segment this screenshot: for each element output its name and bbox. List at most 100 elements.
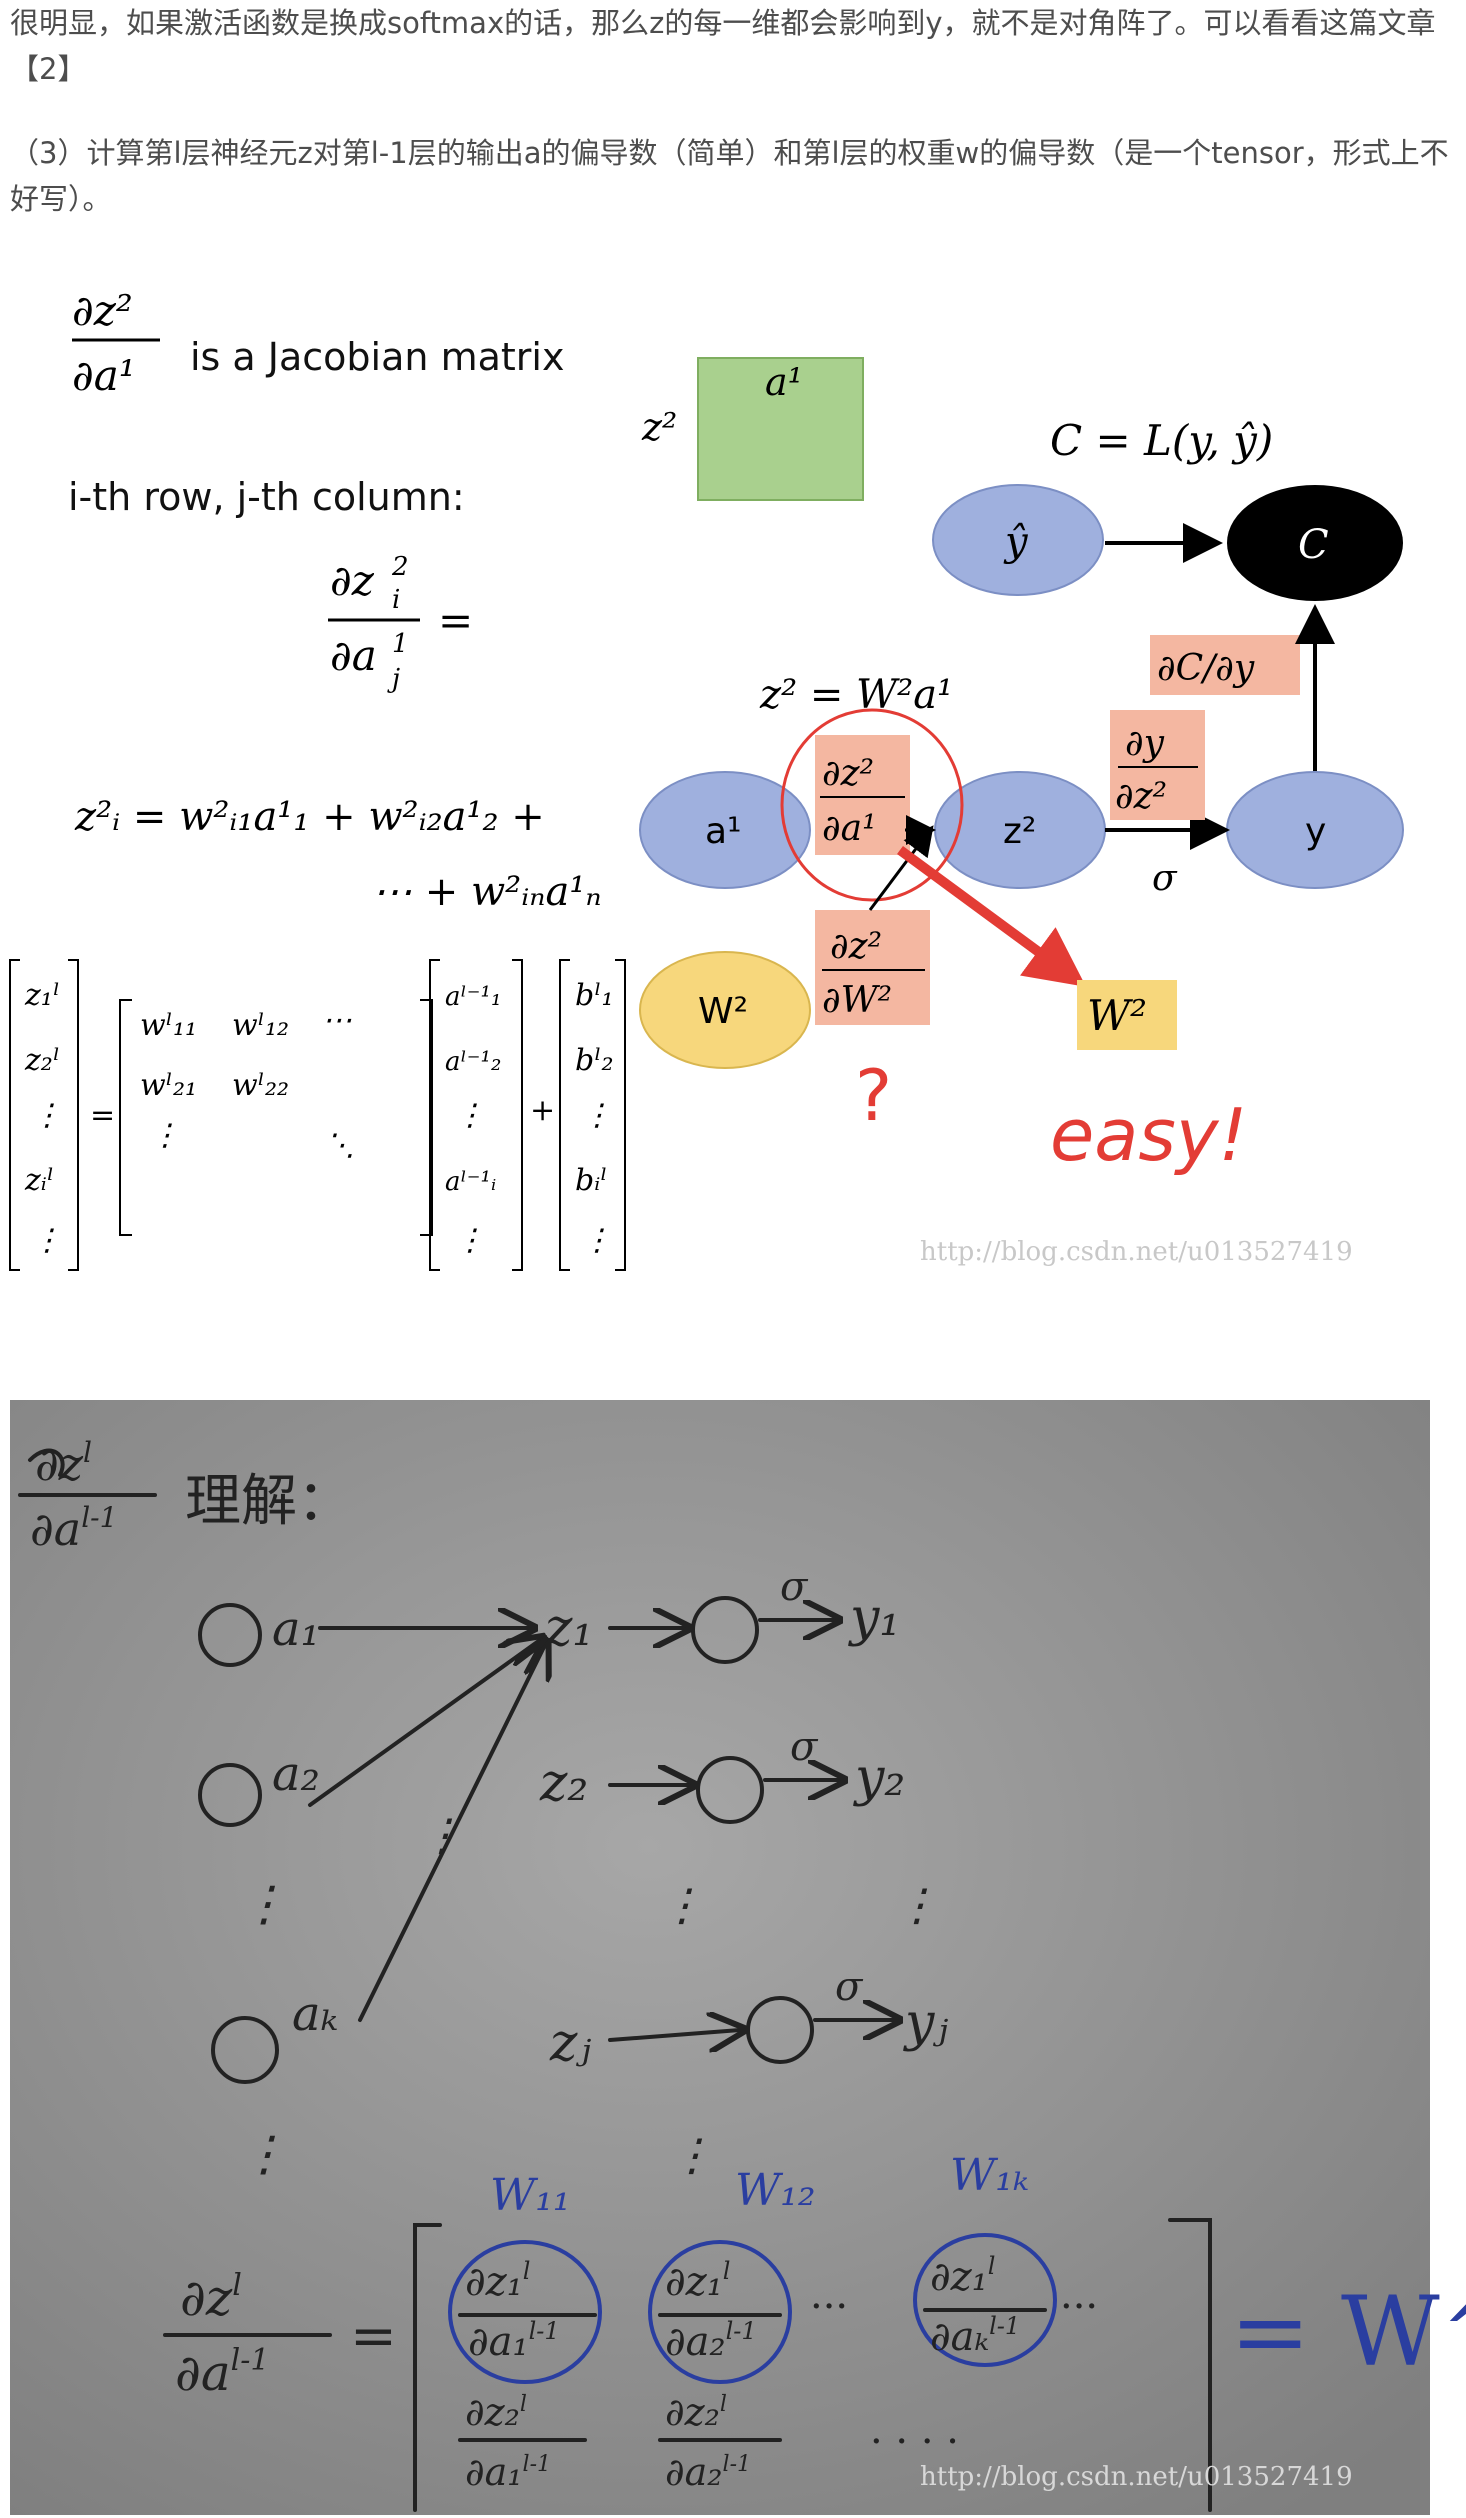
z-i-expansion: z²ᵢ = w²ᵢ₁a¹₁ + w²ᵢ₂a¹₂ + ⋯ + w²ᵢₙa¹ₙ: [74, 794, 602, 915]
y-hat-label: ŷ: [1003, 519, 1029, 565]
equals-sign: =: [350, 2304, 397, 2369]
sigma-label: σ: [1152, 858, 1178, 899]
y1-label: y₁: [848, 1588, 900, 1648]
row1-trailing-ellipsis: ···: [1060, 2284, 1098, 2330]
svg-text:⋮: ⋮: [582, 1098, 612, 1133]
a1-label: a¹: [705, 811, 742, 852]
svg-text:wˡ₁₂: wˡ₁₂: [232, 1008, 289, 1043]
weights-ellipsis: ⋮: [420, 1810, 464, 1861]
svg-text:aˡ⁻¹₂: aˡ⁻¹₂: [445, 1047, 501, 1077]
jacobian-fraction: ∂z² ∂a¹: [72, 286, 160, 400]
dy-dz2-fraction: ∂y ∂z²: [1115, 723, 1198, 817]
dy-dz2-box: [1110, 710, 1205, 820]
svg-text:∂z: ∂z: [330, 556, 375, 605]
w2-to-z2-arrow: [868, 825, 934, 911]
element-21-den: ∂a₁l-1: [465, 2450, 551, 2494]
input-ellipsis-2: ⋮: [240, 2126, 288, 2182]
svg-text:∂a¹: ∂a¹: [72, 351, 136, 400]
y2-label: y₂: [853, 1748, 905, 1808]
w2-result-label: W²: [1087, 991, 1147, 1040]
z2-label: z₂: [539, 1753, 588, 1813]
svg-text:2: 2: [391, 552, 409, 582]
svg-text:j: j: [387, 664, 400, 694]
title-numerator: ∂zl: [35, 1436, 92, 1491]
square-row-label: z²: [641, 405, 677, 449]
svg-text:wˡ₁₁: wˡ₁₁: [140, 1008, 197, 1043]
circle-w11: [448, 2240, 602, 2384]
svg-text:⋮: ⋮: [150, 1118, 180, 1153]
dc-dy-box: [1150, 635, 1300, 695]
row1-ellipsis: ···: [810, 2284, 848, 2330]
a1-node: [639, 771, 811, 889]
dz2-da1-fraction: ∂z² ∂a¹: [820, 753, 905, 849]
neuron-ak: [211, 2016, 279, 2084]
svg-text:z²ᵢ = w²ᵢ₁a¹₁ + w²ᵢ₂a¹₂ +: z²ᵢ = w²ᵢ₁a¹₁ + w²ᵢ₂a¹₂ +: [74, 794, 545, 840]
zj-label: zⱼ: [549, 2013, 591, 2073]
svg-text:⋮: ⋮: [32, 1098, 62, 1133]
y-label: y: [1305, 811, 1326, 852]
circle-w12: [648, 2240, 792, 2384]
red-arrow-to-w2: [897, 845, 1087, 987]
easy-annotation: easy!: [1050, 1093, 1247, 1177]
neuron-a1: [198, 1603, 262, 1667]
svg-text:⋯: ⋯: [322, 1003, 352, 1038]
svg-text:zᵢˡ: zᵢˡ: [24, 1163, 54, 1198]
row2-ellipsis: · · · ·: [870, 2419, 959, 2465]
title-understanding: 理解：: [185, 1469, 353, 1534]
matrix-equation: z₁ˡ z₂ˡ ⋮ zᵢˡ ⋮ = wˡ₁₁ wˡ₁₂ ⋯ wˡ₂₁ wˡ₂₂ …: [9, 959, 626, 1271]
lhs-numerator: ∂zl: [180, 2268, 242, 2327]
element-22-num: ∂z₂l: [665, 2390, 727, 2434]
svg-text:1: 1: [392, 629, 409, 659]
paragraph-step-3: （3）计算第l层神经元z对第l-1层的输出a的偏导数（简单）和第l层的权重w的偏…: [10, 136, 1449, 216]
question-mark: ?: [855, 1055, 892, 1137]
svg-text:∂W²: ∂W²: [822, 980, 892, 1021]
matrix-right-bracket: [1168, 2218, 1212, 2512]
paragraph-softmax-note: 很明显，如果激活函数是换成softmax的话，那么z的每一维都会影响到y，就不是…: [10, 6, 1436, 86]
svg-text:i: i: [392, 585, 400, 615]
circle-w1k: [913, 2233, 1057, 2367]
svg-text:⋮: ⋮: [455, 1223, 485, 1258]
weight-w1k: W₁ₖ: [950, 2150, 1029, 2201]
z1-label: z₁: [544, 1598, 593, 1658]
element-12-num: ∂z₁l: [665, 2257, 730, 2305]
svg-text:bˡ₁: bˡ₁: [575, 978, 614, 1013]
neuron-a2: [198, 1763, 262, 1827]
neuron-out-2: [696, 1756, 764, 1824]
svg-text:⋮: ⋮: [32, 1223, 62, 1258]
z-ellipsis-2: ⋮: [670, 2130, 714, 2181]
matrix-left-bracket: [413, 2223, 442, 2512]
y-hat-node: [932, 484, 1104, 596]
svg-text:bˡ₂: bˡ₂: [575, 1043, 614, 1078]
svg-text:∂z²: ∂z²: [1115, 776, 1167, 817]
dz2-da1-box: [815, 735, 910, 855]
cost-node: [1227, 485, 1403, 601]
svg-text:∂y: ∂y: [1125, 723, 1165, 764]
w2-node: [639, 951, 811, 1069]
dz2-dw2-fraction: ∂z² ∂W²: [822, 926, 925, 1021]
element-derivative: ∂z 2 i ∂a 1 j =: [328, 552, 473, 694]
neuron-out-1: [691, 1596, 759, 1664]
svg-text:=: =: [438, 596, 473, 645]
cost-node-label: C: [1298, 522, 1329, 568]
row-col-label: i-th row, j-th column:: [68, 475, 465, 519]
handwritten-derivation-photo: ∂zl ∂al-1 理解： a₁ a₂ ⋮ aₖ ⋮ ⋮ z₁ z₂ zⱼ ⋮ …: [10, 1400, 1466, 2515]
cost-function-label: C = L(y, ŷ): [1050, 416, 1273, 465]
svg-text:⋮: ⋮: [455, 1098, 485, 1133]
weight-w12: W₁₂: [735, 2165, 816, 2216]
svg-text:∂a: ∂a: [330, 631, 377, 680]
watermark-2: http://blog.csdn.net/u013527419: [920, 2462, 1353, 2492]
element-11-num: ∂z₁l: [465, 2257, 530, 2305]
w2-result-box: [1077, 980, 1177, 1050]
svg-text:aˡ⁻¹₁: aˡ⁻¹₁: [445, 982, 501, 1012]
svg-text:wˡ₂₁: wˡ₂₁: [140, 1068, 197, 1103]
sigma-2: σ: [790, 1724, 819, 1770]
svg-text:z₁ˡ: z₁ˡ: [24, 978, 60, 1013]
sigma-1: σ: [780, 1564, 809, 1610]
input-a2-label: a₂: [272, 1746, 320, 1802]
z-ellipsis: ⋮: [660, 1880, 704, 1931]
svg-text:⋮: ⋮: [582, 1223, 612, 1258]
svg-text:∂z²: ∂z²: [822, 753, 874, 794]
y-ellipsis: ⋮: [895, 1880, 939, 1931]
weight-w11: W₁₁: [490, 2170, 571, 2221]
w2-label: W²: [698, 991, 748, 1032]
